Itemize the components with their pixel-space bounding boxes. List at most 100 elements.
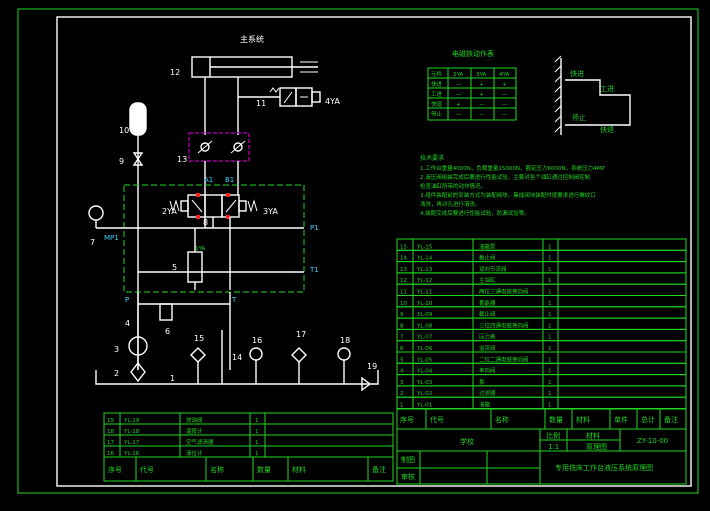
em-header-1: 2YA bbox=[453, 72, 463, 78]
part-code: YL-05 bbox=[416, 357, 433, 363]
table-row bbox=[396, 261, 687, 274]
label-3ya: 3YA bbox=[263, 207, 278, 216]
part-code: YL-10 bbox=[416, 301, 433, 307]
part-qty: 1 bbox=[548, 335, 552, 341]
part-code: YL-06 bbox=[416, 346, 433, 352]
inner-border bbox=[56, 16, 692, 487]
tech-req-line-1: 1.工作台重量4000N，负载重量15000N，额定压力6000N，系统压力4M… bbox=[420, 164, 605, 172]
table-row bbox=[396, 362, 687, 376]
em-cell: + bbox=[456, 102, 461, 108]
table-row bbox=[103, 434, 394, 447]
table-header-cell: 代号 bbox=[140, 465, 154, 474]
hydraulic-circuit: 主系统 bbox=[88, 34, 379, 392]
label-18: 18 bbox=[340, 336, 350, 345]
filter bbox=[130, 361, 146, 383]
part-code: YL-19 bbox=[123, 418, 140, 424]
part-name: 压力表 bbox=[479, 333, 496, 341]
drawing-number: ZY-10-00 bbox=[637, 437, 668, 445]
part-qty: 1 bbox=[548, 323, 552, 329]
part-qty: 1 bbox=[548, 290, 552, 296]
part-no: 12 bbox=[400, 278, 407, 284]
table-header-cell: 材料 bbox=[576, 415, 590, 424]
part-no: 14 bbox=[400, 256, 407, 262]
part-name: 溢流阀 bbox=[479, 344, 496, 352]
table-row bbox=[396, 328, 687, 342]
part-no: 7 bbox=[400, 335, 404, 341]
part-code: YL-02 bbox=[416, 391, 432, 397]
label-10: 10 bbox=[119, 126, 129, 135]
em-cell: 工进 bbox=[431, 90, 443, 98]
drawing-title: 专用铣床工作台液压系统原理图 bbox=[555, 463, 653, 472]
label-1: 1 bbox=[170, 374, 175, 383]
em-header-2: 3YA bbox=[476, 72, 486, 78]
part-qty: 1 bbox=[548, 346, 552, 352]
part-code: YL-04 bbox=[416, 369, 433, 375]
label-4: 4 bbox=[125, 319, 130, 328]
cycle-rapid-return: 快退 bbox=[600, 125, 614, 134]
tech-req-line-4: 3.组件装配前的安装方式为装配阀块，集成阀块装配时按要求进行螺纹口 bbox=[420, 191, 596, 199]
table-header-cell: 名称 bbox=[495, 415, 509, 424]
part-name: 截止阀 bbox=[479, 254, 496, 262]
part-name: 油箱泵 bbox=[479, 242, 496, 250]
em-cell: 快退 bbox=[431, 100, 443, 108]
pump bbox=[128, 336, 148, 356]
label-p: P bbox=[125, 296, 129, 304]
manifold-block bbox=[123, 184, 305, 293]
part-no: 6 bbox=[400, 346, 404, 352]
level-gauge bbox=[249, 347, 263, 361]
part-code: YL-07 bbox=[416, 335, 433, 341]
material-label: 材料 bbox=[586, 431, 600, 440]
throttle-valve-block bbox=[188, 132, 250, 162]
motion-cycle-diagram: 快进 工进 快退 停止 bbox=[554, 55, 631, 135]
part-qty: 1 bbox=[548, 278, 552, 284]
scale-label: 比例 bbox=[546, 431, 560, 440]
part-code: YL-13 bbox=[416, 267, 433, 273]
part-qty: 1 bbox=[548, 380, 552, 386]
part-qty: 1 bbox=[548, 369, 552, 375]
label-a1: A1 bbox=[204, 176, 213, 184]
valve-8-center bbox=[204, 194, 223, 218]
table-header-cell: 总计 bbox=[641, 415, 655, 424]
oil-pump-15 bbox=[190, 347, 206, 363]
part-name: 空气滤清器 bbox=[186, 438, 214, 446]
part-qty: 1 bbox=[255, 440, 259, 446]
part-no: 8 bbox=[400, 323, 404, 329]
label-t: T bbox=[231, 296, 237, 304]
label-13: 13 bbox=[177, 155, 187, 164]
label-7: 7 bbox=[90, 238, 95, 247]
table-row bbox=[103, 445, 394, 458]
part-name: 二位二通电磁换向阀 bbox=[479, 355, 529, 363]
part-qty: 1 bbox=[548, 301, 552, 307]
label-t1: T1 bbox=[309, 266, 319, 274]
label-2: 2 bbox=[114, 369, 119, 378]
cycle-rapid-advance: 快进 bbox=[570, 69, 584, 78]
thermometer bbox=[337, 347, 351, 361]
label-6: 6 bbox=[165, 327, 170, 336]
label-11: 11 bbox=[256, 99, 266, 108]
tech-req-line-6: 4.装配完成后要进行性能试验，防漏试验等。 bbox=[420, 209, 530, 217]
table-header-cell: 序号 bbox=[400, 415, 414, 424]
table-row bbox=[396, 351, 687, 364]
drawing-type: 原理图 bbox=[586, 443, 607, 451]
label-2ya: 2YA bbox=[162, 207, 177, 216]
scale-value: 1:1 bbox=[548, 443, 559, 451]
em-table-rows: 快进—++工进—+—快退+——停止——— bbox=[431, 80, 508, 118]
school-name: 学校 bbox=[460, 437, 474, 446]
label-14: 14 bbox=[232, 353, 242, 362]
tech-req-line-2: 2.液压阀组装完成后要进行性能试验，主要对各个油缸通过控制阀控制 bbox=[420, 173, 591, 181]
cycle-stop: 停止 bbox=[572, 113, 586, 122]
tech-req-line-3: 检查油缸所带的动作情况。 bbox=[420, 182, 486, 190]
table-row bbox=[396, 249, 687, 263]
part-qty: 1 bbox=[548, 391, 552, 397]
table-row bbox=[396, 283, 687, 297]
em-header-0: 元件 bbox=[431, 70, 443, 78]
part-name: 放油阀 bbox=[186, 416, 203, 424]
part-code: YL-03 bbox=[416, 380, 433, 386]
part-name: 液位计 bbox=[186, 449, 203, 457]
part-name: 截止阀 bbox=[479, 310, 496, 318]
outer-border bbox=[17, 8, 699, 494]
tech-req-heading: 技术要求 bbox=[420, 154, 444, 162]
